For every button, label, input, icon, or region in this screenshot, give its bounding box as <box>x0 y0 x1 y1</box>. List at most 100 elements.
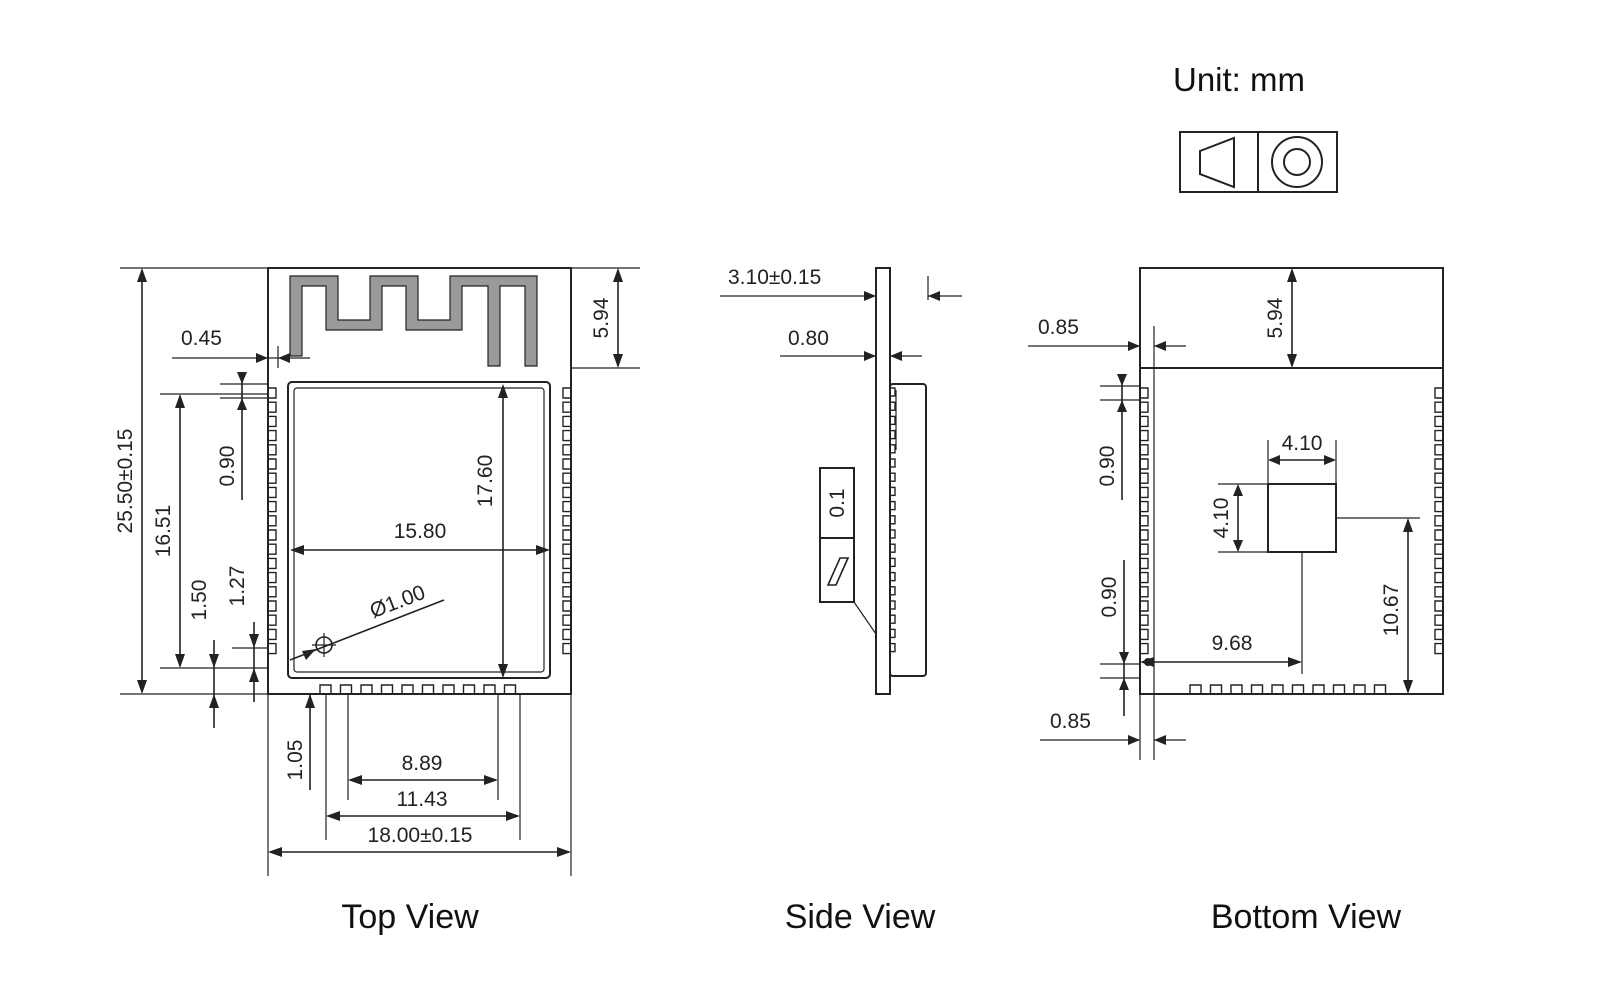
castellated-pad <box>1140 500 1149 513</box>
castellated-pad <box>1434 387 1443 399</box>
side-pad <box>889 401 896 411</box>
castellated-pad <box>268 642 277 655</box>
dim-antenna-top: 5.94 <box>590 297 613 338</box>
castellated-pad <box>1434 614 1443 626</box>
castellated-pad <box>339 684 353 694</box>
castellated-pad <box>562 600 571 612</box>
side-pad <box>889 529 896 539</box>
castellated-pad <box>1434 600 1443 612</box>
castellated-pad <box>1189 684 1202 694</box>
dim-pitch-upper: 0.90 <box>1096 446 1119 487</box>
castellated-pad <box>1434 415 1443 428</box>
castellated-pad <box>1434 458 1443 470</box>
castellated-pad <box>562 628 571 641</box>
castellated-pad <box>1332 684 1346 694</box>
castellated-pad <box>1434 515 1443 527</box>
castellated-pad <box>442 684 455 694</box>
castellated-pad <box>1353 684 1366 694</box>
dim-antenna-bottom: 5.94 <box>1264 297 1287 338</box>
castellated-pad <box>562 543 571 555</box>
side-pad <box>889 500 896 511</box>
castellated-pad <box>1140 600 1149 612</box>
castellated-pad <box>562 444 571 456</box>
dim-11-43: 11.43 <box>397 788 448 811</box>
bottom-view-label: Bottom View <box>1211 898 1402 936</box>
castellated-pad <box>268 415 277 428</box>
dim-pad-x: 9.68 <box>1212 632 1253 655</box>
castellated-pad <box>268 387 277 399</box>
side-view-pads <box>889 387 896 653</box>
castellated-pad <box>268 543 277 555</box>
side-pad <box>889 586 896 596</box>
castellated-pad <box>562 586 571 598</box>
castellated-pad <box>562 401 571 413</box>
side-pad <box>889 614 896 624</box>
flatness-tolerance-frame: 0.1 <box>819 467 877 635</box>
castellated-pad <box>1434 401 1443 413</box>
castellated-pad <box>562 387 571 399</box>
castellated-pad <box>268 614 277 626</box>
flatness-value: 0.1 <box>826 488 849 517</box>
castellated-pad <box>268 444 277 456</box>
top-view: 25.50±0.15 16.51 1.50 1.27 0.90 0.45 5.9… <box>114 267 640 936</box>
dim-pad-height: 4.10 <box>1210 498 1233 539</box>
castellated-pad <box>1140 387 1149 399</box>
shield-can <box>287 381 551 679</box>
castellated-pad <box>1230 684 1243 694</box>
dim-edge-top: 0.85 <box>1038 316 1079 339</box>
castellated-pad <box>483 684 496 694</box>
dim-pitch: 0.90 <box>216 446 239 487</box>
castellated-pad <box>462 684 476 694</box>
dim-shield-width: 15.80 <box>394 520 447 543</box>
castellated-pad <box>1140 472 1149 484</box>
castellated-pad <box>1434 500 1443 513</box>
castellated-pad <box>1140 586 1149 598</box>
castellated-pad <box>1312 684 1325 694</box>
castellated-pad <box>1140 529 1149 541</box>
dim-1-50: 1.50 <box>188 580 211 621</box>
side-pcb <box>875 267 891 695</box>
castellated-pad <box>1271 684 1284 694</box>
castellated-pad <box>268 628 277 641</box>
dim-pcb-thickness: 0.80 <box>788 327 829 350</box>
castellated-pad <box>1434 472 1443 484</box>
castellated-pad <box>562 571 571 584</box>
castellated-pad <box>1434 557 1443 570</box>
side-pad <box>889 557 896 568</box>
side-pad <box>889 600 896 610</box>
castellated-pad <box>1434 628 1443 641</box>
castellated-pad <box>562 429 571 442</box>
castellated-pad <box>1434 486 1443 499</box>
castellated-pad <box>401 684 414 694</box>
castellated-pad <box>562 458 571 470</box>
castellated-pad <box>268 529 277 541</box>
dim-pad-span: 16.51 <box>152 505 175 558</box>
side-pad <box>889 515 896 525</box>
castellated-pad <box>562 415 571 428</box>
castellated-pad <box>1140 543 1149 555</box>
castellated-pad <box>268 500 277 513</box>
castellated-pad <box>1434 429 1443 442</box>
dim-1-05: 1.05 <box>284 740 307 781</box>
side-pad <box>889 543 896 553</box>
castellated-pad <box>1434 543 1443 555</box>
bottom-view-pads <box>1140 387 1443 694</box>
castellated-pad <box>1434 571 1443 584</box>
dim-pitch-lower: 0.90 <box>1098 577 1121 618</box>
castellated-pad <box>268 586 277 598</box>
module-outline-top <box>267 267 572 695</box>
castellated-pad <box>360 684 373 694</box>
dim-pad-width: 4.10 <box>1282 432 1323 455</box>
castellated-pad <box>268 458 277 470</box>
side-pad <box>889 571 896 582</box>
side-pad <box>889 642 896 653</box>
bottom-view: 5.94 0.85 0.85 0.90 0.90 4.10 <box>1028 267 1444 936</box>
castellated-pad <box>1140 628 1149 641</box>
castellated-pad <box>562 557 571 570</box>
castellated-pad <box>1140 557 1149 570</box>
castellated-pad <box>421 684 435 694</box>
dim-shield-height: 17.60 <box>474 455 497 508</box>
castellated-pad <box>380 684 394 694</box>
castellated-pad <box>1140 415 1149 428</box>
